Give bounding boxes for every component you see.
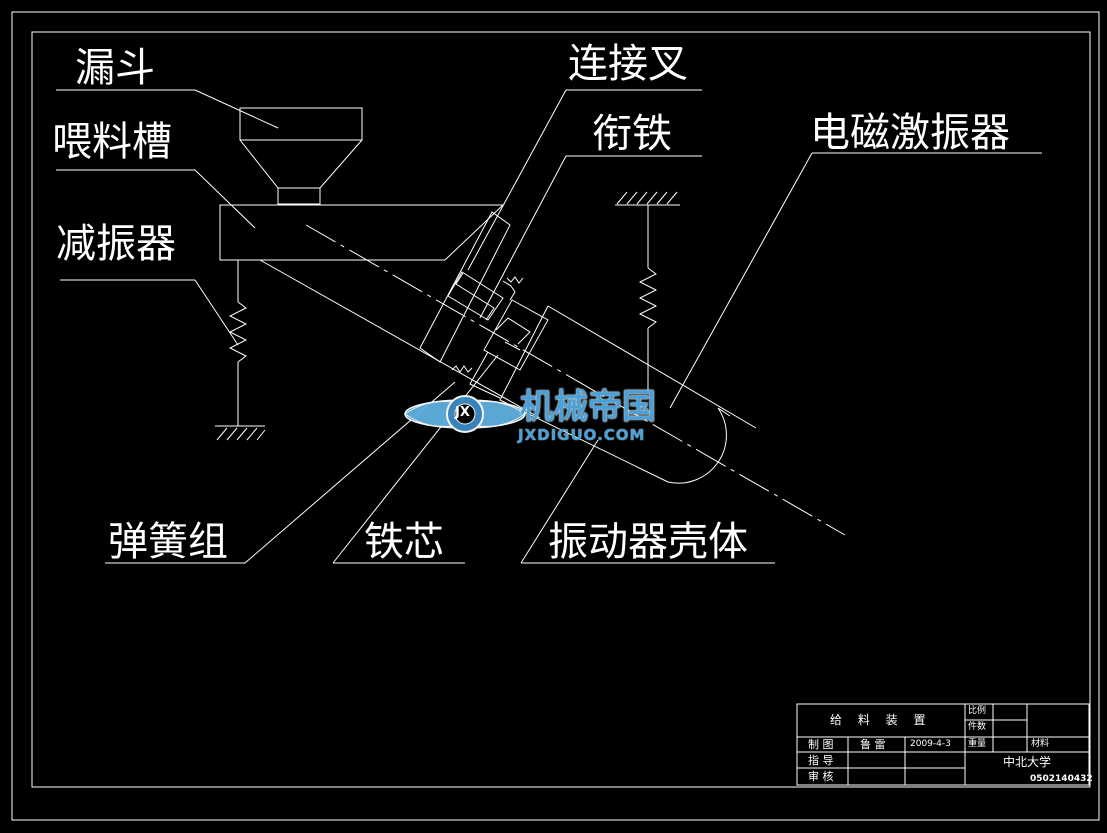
feed-trough-shape <box>219 204 505 261</box>
title-block-school: 中北大学 <box>1003 755 1052 769</box>
title-block-weight-label: 重量 <box>968 739 987 749</box>
outer-frame <box>11 11 1100 821</box>
label-underlines <box>56 89 1042 564</box>
iron-core-shape <box>469 299 549 399</box>
armature-support-shape <box>615 191 680 392</box>
title-block-material-label: 材料 <box>1031 739 1050 749</box>
label-vibrator-housing: 振动器壳体 <box>548 519 748 565</box>
label-iron-core: 铁芯 <box>364 519 444 565</box>
center-line <box>305 224 846 536</box>
label-connecting-fork: 连接叉 <box>568 41 688 87</box>
damper-shape <box>215 260 266 441</box>
title-block <box>796 703 1090 786</box>
hopper-shape <box>239 107 363 205</box>
title-block-review-label: 审 核 <box>808 770 834 783</box>
spring-group-shape <box>451 276 524 373</box>
title-block-drawn-date: 2009-4-3 <box>910 739 951 749</box>
watermark-logo <box>404 395 526 433</box>
label-hopper: 漏斗 <box>75 45 155 91</box>
title-block-drawn-name: 鲁 雷 <box>860 738 886 751</box>
vibrator-housing-shape <box>499 305 731 484</box>
label-spring-set: 弹簧组 <box>108 519 228 565</box>
inner-frame <box>31 31 1091 788</box>
connecting-fork-shape <box>419 211 516 363</box>
label-em-vibrator: 电磁激振器 <box>810 110 1010 156</box>
title-block-scale-label: 比例 <box>968 706 987 716</box>
title-block-qty-label: 件数 <box>968 722 987 732</box>
watermark-text-en: JXDIGUO.COM <box>518 426 646 444</box>
title-block-drawn-label: 制 图 <box>808 738 834 751</box>
title-block-title: 给 料 装 置 <box>830 713 932 727</box>
label-armature: 衔铁 <box>592 111 672 157</box>
title-block-student-no: 0502140432 <box>1030 774 1093 784</box>
title-block-guide-label: 指 导 <box>808 754 834 767</box>
label-damper: 减振器 <box>56 221 176 267</box>
leader-lines <box>194 89 813 564</box>
watermark-badge: JX <box>455 405 470 420</box>
label-feed-trough: 喂料槽 <box>52 119 172 165</box>
watermark-text-cn: 机械帝国 <box>520 387 656 427</box>
